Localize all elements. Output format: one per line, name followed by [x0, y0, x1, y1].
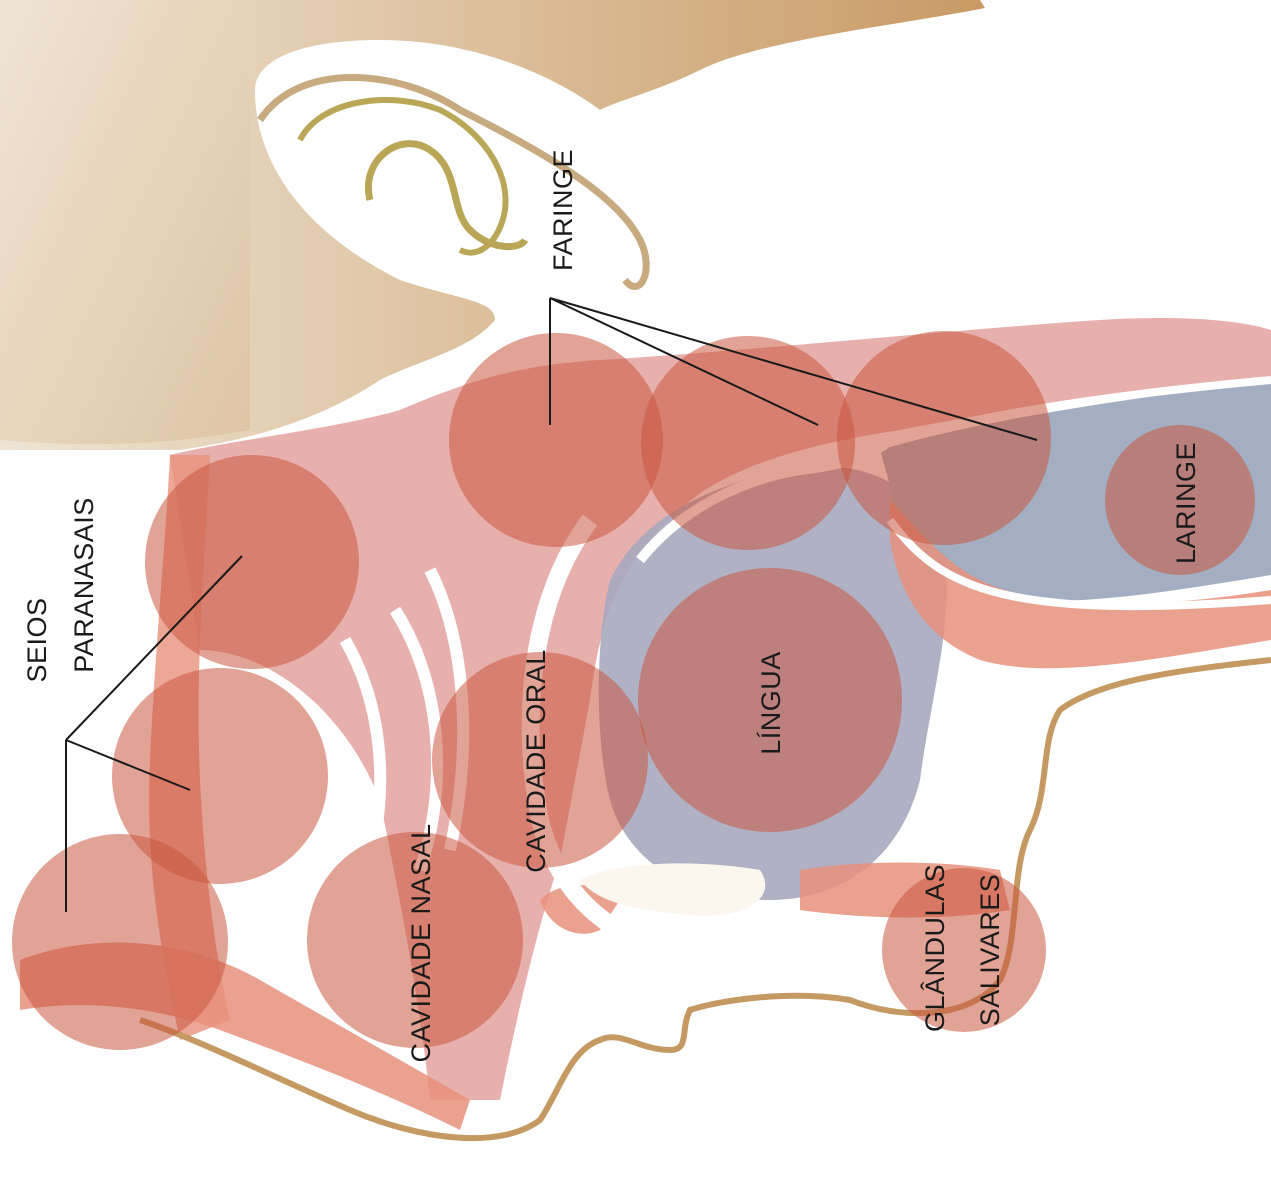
label-lingua: LÍNGUA: [756, 651, 786, 755]
neck-skin: [0, 0, 250, 444]
label-salivares: SALIVARES: [975, 874, 1005, 1027]
label-glandulas: GLÂNDULAS: [919, 864, 950, 1032]
label-cavidade-nasal: CAVIDADE NASAL: [406, 823, 436, 1062]
label-laringe: LARINGE: [1171, 442, 1201, 564]
circle-faringe-1: [449, 333, 663, 547]
circle-seios-lower: [12, 834, 228, 1050]
circle-faringe-2: [641, 336, 855, 550]
circle-seios-upper: [145, 455, 359, 669]
circle-faringe-3: [837, 331, 1051, 545]
label-seios: SEIOS: [22, 597, 52, 682]
circle-glandulas: [882, 868, 1046, 1032]
label-paranasais: PARANASAIS: [69, 497, 99, 673]
label-cavidade-oral: CAVIDADE ORAL: [521, 649, 551, 873]
label-faringe: FARINGE: [548, 149, 578, 271]
